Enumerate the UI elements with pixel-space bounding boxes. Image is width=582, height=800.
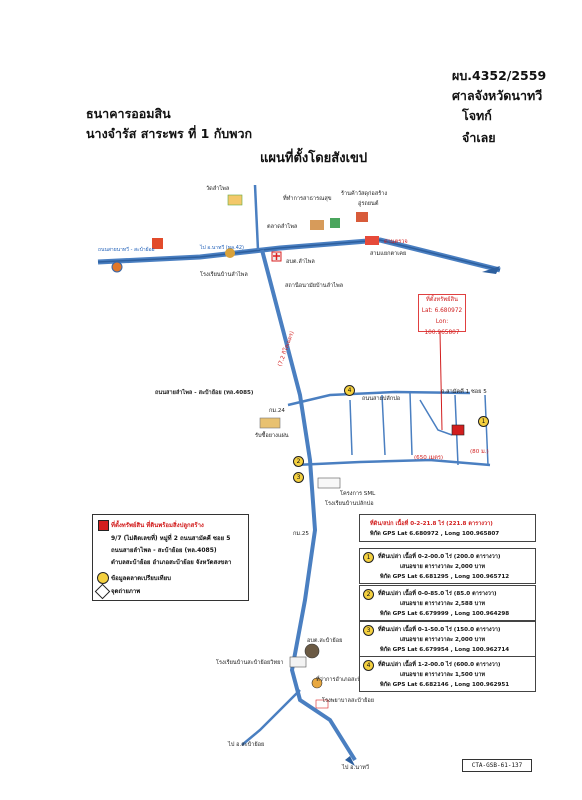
label-hospital-saba: โรงพยาบาลสะบ้าย้อย (322, 698, 374, 704)
info-2-marker: 2 (363, 589, 374, 600)
document-code: CTA-GSB-61-137 (462, 759, 532, 772)
label-left-road-2: ไป อ.นาทวี (ทล.42) (200, 245, 245, 251)
label-distance-small: (650 เมตร) (414, 455, 444, 461)
info-box-3: 3 ที่ดินเปล่า เนื้อที่ 0-1-50.0 ไร่ (150… (359, 621, 536, 657)
marker-1: 1 (478, 416, 489, 427)
label-to-saba: ไป อ.สะบ้าย้อย (228, 742, 265, 748)
legend-line1: ที่ตั้งทรัพย์สิน ที่ดินพร้อมสิ่งปลูกสร้า… (111, 522, 204, 529)
target-lat: Lat: 6.680972 (421, 308, 463, 314)
info-4-line2: เสนอขาย ตารางวาละ 1,500 บาท (400, 672, 486, 678)
info-1-line2: เสนอขาย ตารางวาละ 2,000 บาท (400, 564, 486, 570)
info-4-line1: ที่ดินเปล่า เนื้อที่ 1-2-00.0 ไร่ (600.0… (378, 662, 501, 668)
label-right-distance: (80 ม.) (470, 449, 489, 455)
label-car-shop: อู่รถยนต์ (358, 201, 379, 207)
legend-line4: ตำบลสะบ้าย้อย อำเภอสะบ้าย้อย จังหวัดสงขล… (111, 559, 232, 566)
label-sml-project: โครงการ SML (340, 491, 376, 497)
label-soi5: ถ.สามัคคี 1 ซอย 5 (441, 389, 487, 395)
info-4-marker: 4 (363, 660, 374, 671)
defendant-role: จำเลย (462, 130, 496, 145)
label-sao-saba: อบต.สะบ้าย้อย (307, 638, 343, 644)
info-1-line3: พิกัด GPS Lat 6.681295 , Long 100.965712 (380, 574, 510, 580)
info-box-2: 2 ที่ดินเปล่า เนื้อที่ 0-0-85.0 ไร่ (85.… (359, 585, 536, 621)
marker-2: 2 (293, 456, 304, 467)
info-3-line3: พิกัด GPS Lat 6.679954 , Long 100.962714 (380, 647, 510, 653)
legend-line3: ถนนสายลำไพล - สะบ้าย้อย (ทล.4085) (111, 547, 217, 554)
info-box-1: 1 ที่ดินเปล่า เนื้อที่ 0-2-00.0 ไร่ (200… (359, 548, 536, 584)
market-ref-icon (97, 572, 109, 584)
legend-photo-point: จุดถ่ายภาพ (111, 588, 141, 595)
defendant-name: นางจำรัส สาระพร ที่ 1 กับพวก (86, 126, 253, 141)
label-km24: กม.24 (269, 408, 285, 414)
label-rubber: รับซื้อยางแผ่น (255, 433, 289, 439)
info-0-line1: ที่ดิน/สปก เนื้อที่ 0-2-21.8 ไร่ (221.8 … (370, 521, 493, 527)
map-title: แผนที่ตั้งโดยสังเขป (260, 151, 368, 166)
info-3-line1: ที่ดินเปล่า เนื้อที่ 0-1-50.0 ไร่ (150.0… (378, 627, 501, 633)
label-road-pond: ถนนสายปลักปอ (362, 396, 401, 402)
marker-4: 4 (344, 385, 355, 396)
court-name: ศาลจังหวัดนาทวี (452, 88, 543, 103)
legend-market-ref: ข้อมูลตลาดเปรียบเทียบ (111, 575, 171, 582)
info-2-line1: ที่ดินเปล่า เนื้อที่ 0-0-85.0 ไร่ (85.0 … (378, 591, 497, 597)
label-left-road: ถนนสายนาทวี - สะบ้าย้อย (98, 247, 155, 253)
info-3-line2: เสนอขาย ตารางวาละ 2,000 บาท (400, 637, 486, 643)
label-school-saba: โรงเรียนบ้านสะบ้าย้อยวิทยา (216, 660, 284, 666)
info-2-line2: เสนอขาย ตารางวาละ 2,588 บาท (400, 601, 486, 607)
target-title: ที่ตั้งทรัพย์สิน (425, 297, 459, 303)
label-garage: สามแยกตาเคย (370, 251, 407, 257)
info-box-4: 4 ที่ดินเปล่า เนื้อที่ 1-2-00.0 ไร่ (600… (359, 656, 536, 692)
label-wat-lampai: วัดลำไพล (206, 186, 230, 192)
label-market: ตลาดลำไพล (267, 224, 298, 230)
plaintiff-role: โจทก์ (462, 108, 492, 123)
case-number: ผบ.4352/2559 (452, 68, 547, 83)
target-lon: Lon: 100.965807 (424, 319, 460, 336)
info-1-marker: 1 (363, 552, 374, 563)
target-coordinates: ที่ตั้งทรัพย์สิน Lat: 6.680972 Lon: 100.… (418, 294, 466, 336)
info-3-marker: 3 (363, 625, 374, 636)
label-to-bottom: ไป อ.นาทวี (342, 765, 370, 771)
label-shop-material: ร้านค้าวัสดุก่อสร้าง (341, 191, 388, 197)
label-health-station: สถานีอนามัยบ้านลำไพล (285, 283, 344, 289)
target-square-icon (98, 520, 109, 531)
label-main-road: ถนนสายลำไพล - สะบ้าย้อย (ทล.4085) (155, 390, 254, 396)
info-1-line1: ที่ดินเปล่า เนื้อที่ 0-2-00.0 ไร่ (200.0… (378, 554, 501, 560)
info-4-line3: พิกัด GPS Lat 6.682146 , Long 100.962951 (380, 682, 510, 688)
plaintiff-name: ธนาคารออมสิน (86, 106, 171, 121)
legend-box: ที่ตั้งทรัพย์สิน ที่ดินพร้อมสิ่งปลูกสร้า… (92, 514, 249, 601)
label-school-nong: โรงเรียนบ้านปลักปอ (325, 501, 374, 507)
label-km25: กม.25 (293, 531, 309, 537)
label-temple-saba: ที่ว่าการอำเภอสะบ้าย้อย (316, 677, 374, 683)
marker-3: 3 (293, 472, 304, 483)
label-district-office: ที่ทำการสาธารณสุข (283, 196, 332, 202)
info-box-0: ที่ดิน/สปก เนื้อที่ 0-2-21.8 ไร่ (221.8 … (359, 514, 536, 542)
info-0-line2: พิกัด GPS Lat 6.680972 , Long 100.965807 (370, 531, 500, 537)
legend-line2: 9/7 (ไม่ติดเลขที่) หมู่ที่ 2 ถนนสามัคคี … (111, 535, 231, 542)
label-checkpoint: ด่านตรวจ (384, 239, 408, 245)
label-sao-lampai: อบต.ลำไพล (286, 259, 315, 265)
photo-point-icon (94, 583, 111, 600)
label-school-lampai: โรงเรียนบ้านลำไพล (200, 272, 248, 278)
info-2-line3: พิกัด GPS Lat 6.679999 , Long 100.964298 (380, 611, 510, 617)
